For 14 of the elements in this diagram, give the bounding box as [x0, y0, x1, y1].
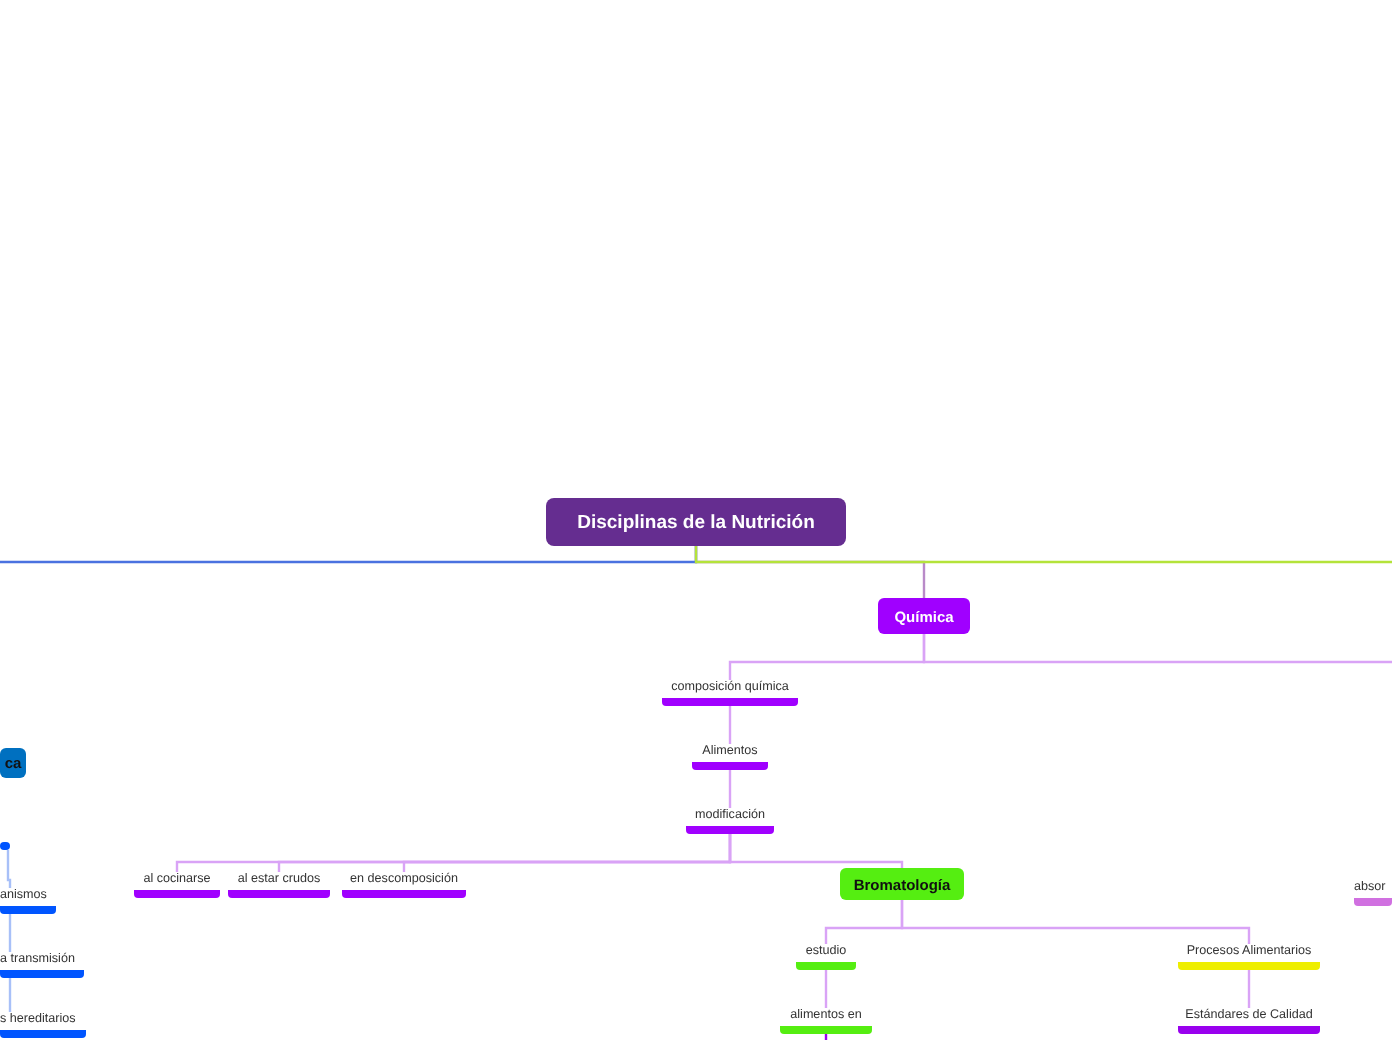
connector-line [824, 1034, 828, 1040]
connector-line [8, 978, 12, 1012]
connector-line [694, 546, 1392, 564]
connector-line [728, 834, 904, 868]
topic-bar [0, 842, 10, 850]
connector-line [728, 770, 732, 808]
connector-line [1247, 970, 1251, 1008]
connector-line [6, 850, 12, 888]
connector-line [922, 634, 1392, 664]
central-topic: Disciplinas de la Nutrición [546, 498, 846, 546]
connector-line [900, 900, 1251, 944]
connector-line [728, 706, 732, 744]
connector-line [8, 914, 12, 952]
connector-line [824, 970, 828, 1008]
